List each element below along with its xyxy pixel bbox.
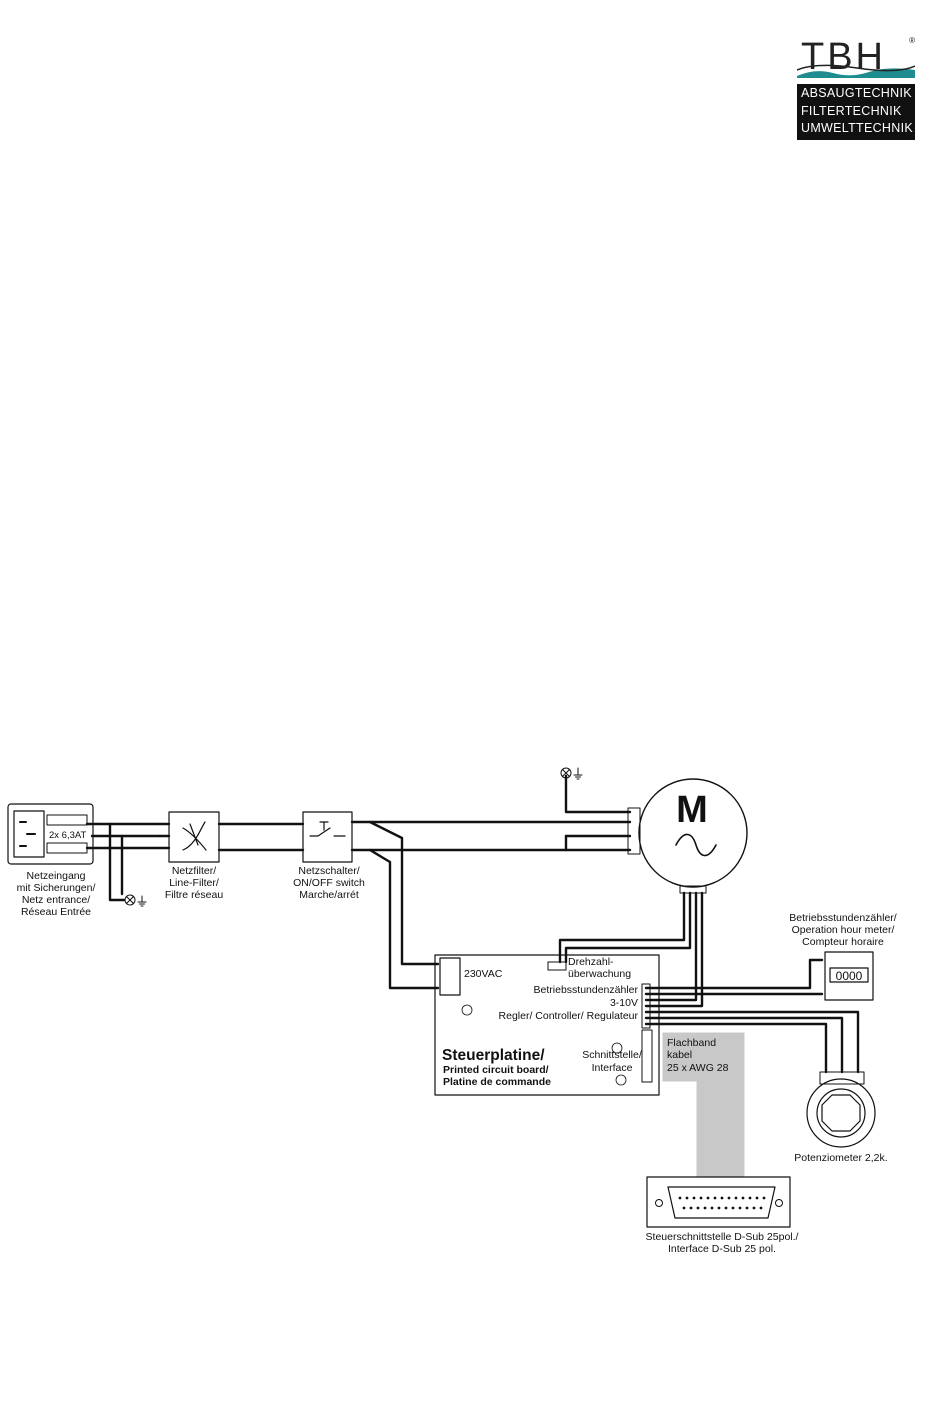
dsub-pin	[731, 1206, 735, 1210]
hour-meter-caption: Betriebsstundenzähler/	[789, 912, 896, 924]
ribbon-cable-run	[696, 1080, 745, 1177]
pcb-signal-label: 3-10V	[610, 997, 638, 1009]
pcb-speed-monitor-label: Drehzahl-	[568, 956, 614, 968]
pcb-voltage-label: 230VAC	[464, 968, 503, 980]
line-filter-block	[158, 811, 220, 863]
dsub-pin	[703, 1206, 707, 1210]
dsub-pin	[738, 1206, 742, 1210]
dsub-pin	[689, 1206, 693, 1210]
hour-meter-caption: Operation hour meter/	[792, 924, 895, 936]
pcb-to-hour-meter-wiring	[644, 958, 824, 996]
dsub-pin	[692, 1196, 696, 1200]
line-filter-caption: Filtre réseau	[165, 889, 224, 901]
mains-caption: mit Sicherungen/	[17, 882, 96, 894]
switch-caption: Netzschalter/	[298, 865, 359, 877]
dsub-pin	[727, 1196, 731, 1200]
filter-to-switch-wiring	[217, 822, 305, 852]
hour-meter-display: 0000	[836, 969, 863, 983]
ribbon-cable-label: 25 x AWG 28	[667, 1062, 729, 1074]
logo-brand: TBH	[801, 36, 886, 78]
motor-block	[627, 778, 748, 894]
dsub-pin	[759, 1206, 763, 1210]
pcb-subtitle: Platine de commande	[443, 1076, 551, 1088]
dsub-pin	[717, 1206, 721, 1210]
potentiometer-block	[806, 1071, 876, 1148]
pcb-hour-counter-label: Betriebsstundenzähler	[534, 984, 639, 996]
dsub-pin	[720, 1196, 724, 1200]
earth-symbol-icon	[124, 894, 147, 907]
dsub-pin	[682, 1206, 686, 1210]
dsub-pin	[755, 1196, 759, 1200]
dsub-caption: Steuerschnittstelle D-Sub 25pol./	[646, 1231, 799, 1243]
dsub-pin	[710, 1206, 714, 1210]
line-filter-caption: Netzfilter/	[172, 865, 216, 877]
fuse-label: 2x 6,3AT	[49, 830, 87, 841]
logo-line: FILTERTECHNIK	[801, 103, 902, 118]
logo-taglines: ABSAUGTECHNIK FILTERTECHNIK UMWELTTECHNI…	[797, 84, 915, 140]
line-filter-caption: Line-Filter/	[169, 877, 219, 889]
motor-earth-symbol-icon	[560, 767, 583, 780]
dsub-pins	[678, 1196, 766, 1210]
registered-mark: ®	[909, 36, 915, 45]
mains-input-block	[7, 803, 94, 865]
ribbon-cable-label: kabel	[667, 1049, 692, 1061]
mains-caption: Netzeingang	[27, 870, 86, 882]
logo-wave-icon	[797, 64, 915, 78]
logo-line: ABSAUGTECHNIK	[801, 86, 912, 100]
dsub-connector-block	[646, 1176, 791, 1228]
switch-caption: Marche/arrét	[299, 889, 359, 901]
dsub-pin	[696, 1206, 700, 1210]
potentiometer-caption: Potenziometer 2,2k.	[794, 1152, 887, 1164]
hour-meter-caption: Compteur horaire	[802, 936, 884, 948]
dsub-pin	[724, 1206, 728, 1210]
dsub-pin	[713, 1196, 717, 1200]
mains-caption: Réseau Entrée	[21, 906, 91, 918]
dsub-pin	[748, 1196, 752, 1200]
dsub-pin	[699, 1196, 703, 1200]
pcb-controller-label: Regler/ Controller/ Regulateur	[499, 1010, 639, 1022]
dsub-pin	[741, 1196, 745, 1200]
dsub-pin	[685, 1196, 689, 1200]
dsub-pin	[706, 1196, 710, 1200]
mains-caption: Netz entrance/	[22, 894, 90, 906]
pcb-title: Steuerplatine/	[442, 1047, 545, 1064]
pcb-to-potentiometer-wiring	[644, 1010, 860, 1074]
motor-label: M	[676, 789, 708, 831]
pcb-speed-monitor-label: überwachung	[568, 968, 631, 980]
logo-line: UMWELTTECHNIK	[801, 121, 913, 135]
dsub-caption: Interface D-Sub 25 pol.	[668, 1243, 776, 1255]
switch-caption: ON/OFF switch	[293, 877, 365, 889]
dsub-pin	[752, 1206, 756, 1210]
pcb-subtitle: Printed circuit board/	[443, 1064, 549, 1076]
switch-block	[302, 811, 353, 863]
pcb-interface-label: Interface	[592, 1062, 633, 1074]
dsub-pin	[762, 1196, 766, 1200]
switch-to-motor-wiring	[350, 774, 632, 990]
dsub-pin	[678, 1196, 682, 1200]
dsub-pin	[745, 1206, 749, 1210]
pcb-interface-label: Schnittstelle/	[582, 1049, 642, 1061]
mains-wiring	[85, 822, 162, 902]
tbh-logo: TBH ® ABSAUGTECHNIK FILTERTECHNIK UMWELT…	[797, 36, 915, 140]
dsub-pin	[734, 1196, 738, 1200]
logo-wordmark: TBH ®	[797, 36, 915, 84]
hour-meter-block	[824, 951, 874, 1001]
ribbon-cable-label: Flachband	[667, 1037, 716, 1049]
